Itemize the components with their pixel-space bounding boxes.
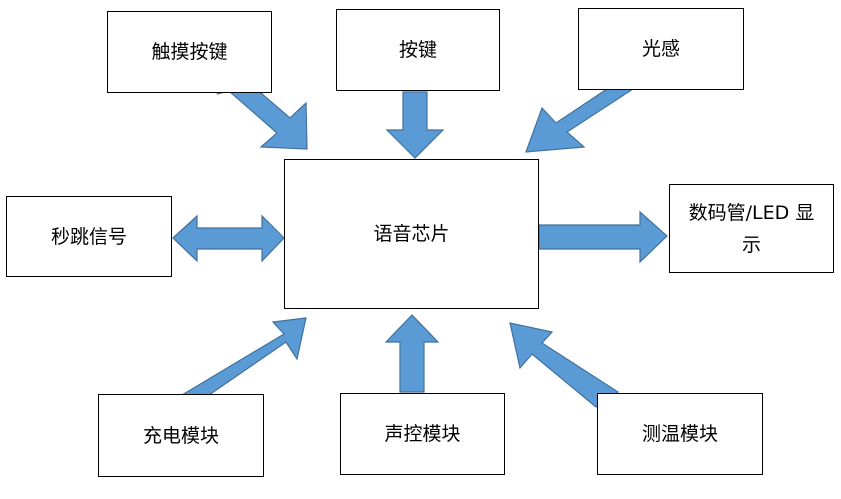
node-temp-measure-label: 测温模块 xyxy=(641,423,718,445)
arrow-temp-to-chip xyxy=(509,322,620,408)
arrow-chip-to-display xyxy=(538,210,668,264)
node-sound-control-label: 声控模块 xyxy=(384,423,461,445)
node-charging-label: 充电模块 xyxy=(142,424,219,447)
node-keys: 按键 xyxy=(336,9,500,91)
node-display: 数码管/LED 显示 xyxy=(669,184,834,273)
node-charging: 充电模块 xyxy=(98,394,264,477)
arrow-charging-to-chip xyxy=(179,317,307,396)
node-second-signal: 秒跳信号 xyxy=(6,196,172,277)
arrow-light-to-chip xyxy=(525,88,636,153)
arrow-sound-to-chip xyxy=(384,314,440,393)
node-voice-chip: 语音芯片 xyxy=(284,159,539,309)
node-touch-keys: 触摸按键 xyxy=(107,11,272,93)
node-temp-measure: 测温模块 xyxy=(597,393,763,475)
arrow-signal-chip-bidirectional xyxy=(172,214,285,263)
arrow-keys-to-chip xyxy=(385,91,445,159)
node-sound-control: 声控模块 xyxy=(340,393,505,475)
node-voice-chip-label: 语音芯片 xyxy=(373,223,450,245)
node-second-signal-label: 秒跳信号 xyxy=(50,225,127,248)
node-display-label: 数码管/LED 显示 xyxy=(688,201,815,256)
node-touch-keys-label: 触摸按键 xyxy=(151,41,228,63)
node-keys-label: 按键 xyxy=(398,39,437,61)
node-light-sensor-label: 光感 xyxy=(641,38,680,60)
node-light-sensor: 光感 xyxy=(578,8,744,90)
